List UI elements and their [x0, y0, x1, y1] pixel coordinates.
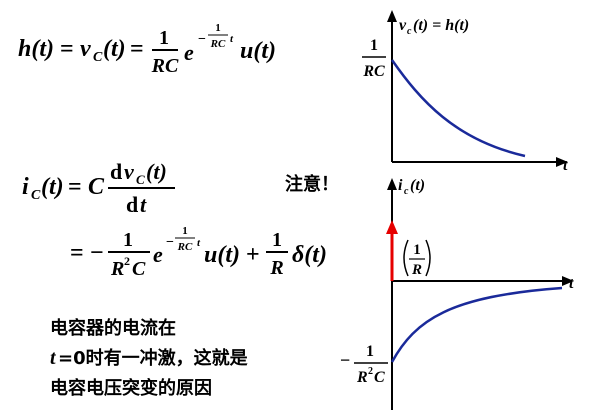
neg-minus: −: [340, 350, 350, 370]
caption-line2-rest: =0时有一冲激，这就是: [58, 347, 248, 369]
h-exp-num: 1: [215, 22, 221, 34]
bottom-y-arrow: [387, 178, 397, 190]
top-y-label-den: RC: [362, 63, 385, 80]
top-title-sub: c: [407, 26, 412, 37]
ic2-delta: δ(t): [292, 242, 327, 268]
h-v: v: [80, 36, 91, 62]
ic-t-den: t: [140, 192, 147, 217]
formula-ic2: = − 1 R 2 C e − 1 RC t u(t) + 1 R δ(t): [70, 225, 327, 280]
neg-num: 1: [366, 343, 374, 360]
ic2-frac-den-c: C: [132, 258, 146, 280]
top-title-rest: (t) = h(t): [413, 17, 469, 34]
h-eq2: =: [130, 36, 144, 62]
impulse-num: 1: [413, 242, 421, 258]
h-exp-den: RC: [210, 38, 226, 50]
ic2-step: u(t): [204, 242, 240, 268]
caption-line3: 电容电压突变的原因: [50, 377, 212, 399]
impulse-arrowhead: [386, 220, 398, 234]
ic2-frac-num: 1: [123, 229, 133, 251]
ic-d-num: d: [110, 159, 122, 184]
ic-v-sub: C: [136, 172, 145, 187]
h-lhs: h(t): [18, 36, 54, 62]
h-exp-minus: −: [198, 32, 206, 47]
ic-v-arg: (t): [146, 159, 167, 184]
top-graph: t v c (t) = h(t) 1 RC: [362, 10, 568, 174]
ic2-frac2-den: R: [269, 257, 283, 279]
caption: 电容器的电流在 t =0时有一冲激，这就是 电容电压突变的原因: [50, 317, 248, 399]
neg-den-c: C: [374, 369, 385, 386]
top-x-arrow: [556, 157, 568, 167]
h-frac-den: RC: [151, 55, 179, 77]
bottom-title-sub: c: [404, 186, 409, 197]
ic-i: i: [22, 174, 29, 200]
ic2-frac-den-pow: 2: [124, 254, 130, 268]
formula-ic: i C (t) = C d v C (t) d t: [22, 159, 175, 217]
h-v-arg: (t): [103, 36, 126, 62]
caption-line1: 电容器的电流在: [50, 317, 176, 339]
formula-h: h(t) = v C (t) = 1 RC e − 1 RC t u(t): [18, 22, 276, 77]
bottom-x-label: t: [569, 275, 574, 292]
bottom-title-i: i: [398, 177, 403, 194]
bottom-x-arrow: [562, 276, 574, 286]
ic2-exp-num: 1: [182, 225, 188, 237]
top-y-label-num: 1: [370, 37, 378, 54]
ic2-exp-den: RC: [177, 241, 193, 253]
bottom-graph: t i c (t) 1 R − 1 R 2 C: [340, 177, 574, 410]
ic-c: C: [88, 174, 105, 200]
ic2-exp-t: t: [197, 237, 201, 249]
note-label: 注意！: [285, 173, 339, 195]
ic-sub: C: [31, 188, 41, 203]
h-eq: =: [60, 36, 74, 62]
caption-line2-t: t: [50, 347, 57, 369]
ic2-frac2-num: 1: [272, 229, 282, 251]
top-decay-curve: [390, 59, 526, 158]
h-exp-t: t: [230, 33, 234, 45]
bottom-rise-curve: [390, 286, 563, 363]
impulse-paren-right: [425, 239, 431, 277]
impulse-den: R: [411, 262, 422, 278]
impulse-paren-left: [403, 239, 409, 277]
ic-v: v: [124, 159, 134, 184]
top-x-label: t: [563, 157, 568, 174]
neg-den-r: R: [356, 369, 368, 386]
h-exp-base: e: [184, 40, 194, 65]
h-frac-num: 1: [159, 27, 169, 49]
ic2-exp-minus: −: [166, 235, 174, 250]
top-title-v: v: [399, 17, 407, 34]
top-y-arrow: [387, 10, 397, 22]
ic2-minus: −: [90, 240, 104, 266]
ic-eq: =: [68, 174, 82, 200]
bottom-title-rest: (t): [410, 177, 425, 194]
h-v-sub: C: [93, 50, 103, 65]
neg-den-pow: 2: [368, 366, 373, 377]
h-step: u(t): [240, 38, 276, 64]
ic-d-den: d: [126, 192, 138, 217]
ic-arg: (t): [41, 174, 64, 200]
ic2-frac-den-r: R: [110, 258, 124, 280]
ic2-eq: =: [70, 240, 84, 266]
ic2-plus: +: [246, 242, 260, 268]
ic2-exp-base: e: [153, 242, 163, 267]
